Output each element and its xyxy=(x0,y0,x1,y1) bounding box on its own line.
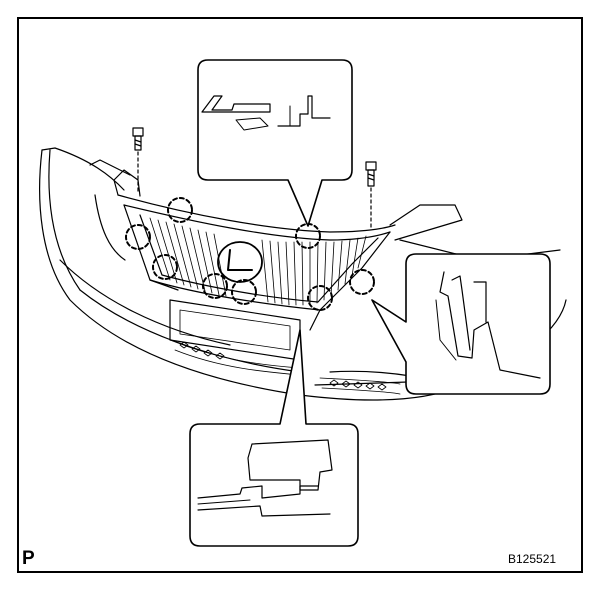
figure-id: B125521 xyxy=(508,552,557,566)
clip-marker xyxy=(295,223,321,249)
clip-marker xyxy=(231,279,257,305)
clip-marker xyxy=(152,254,178,280)
screw-right xyxy=(365,161,377,229)
side-clip-detail xyxy=(371,253,551,395)
clip-marker xyxy=(349,269,375,295)
clip-marker xyxy=(125,224,151,250)
corner-label: P xyxy=(22,548,35,569)
screw-left xyxy=(132,127,144,193)
clip-marker xyxy=(167,197,193,223)
clip-marker xyxy=(202,273,228,299)
upper-clip-detail xyxy=(197,59,353,227)
clip-marker xyxy=(307,285,333,311)
lower-clip-detail xyxy=(189,329,359,547)
lower-mesh xyxy=(169,339,401,395)
license-plate-bracket xyxy=(169,299,301,361)
